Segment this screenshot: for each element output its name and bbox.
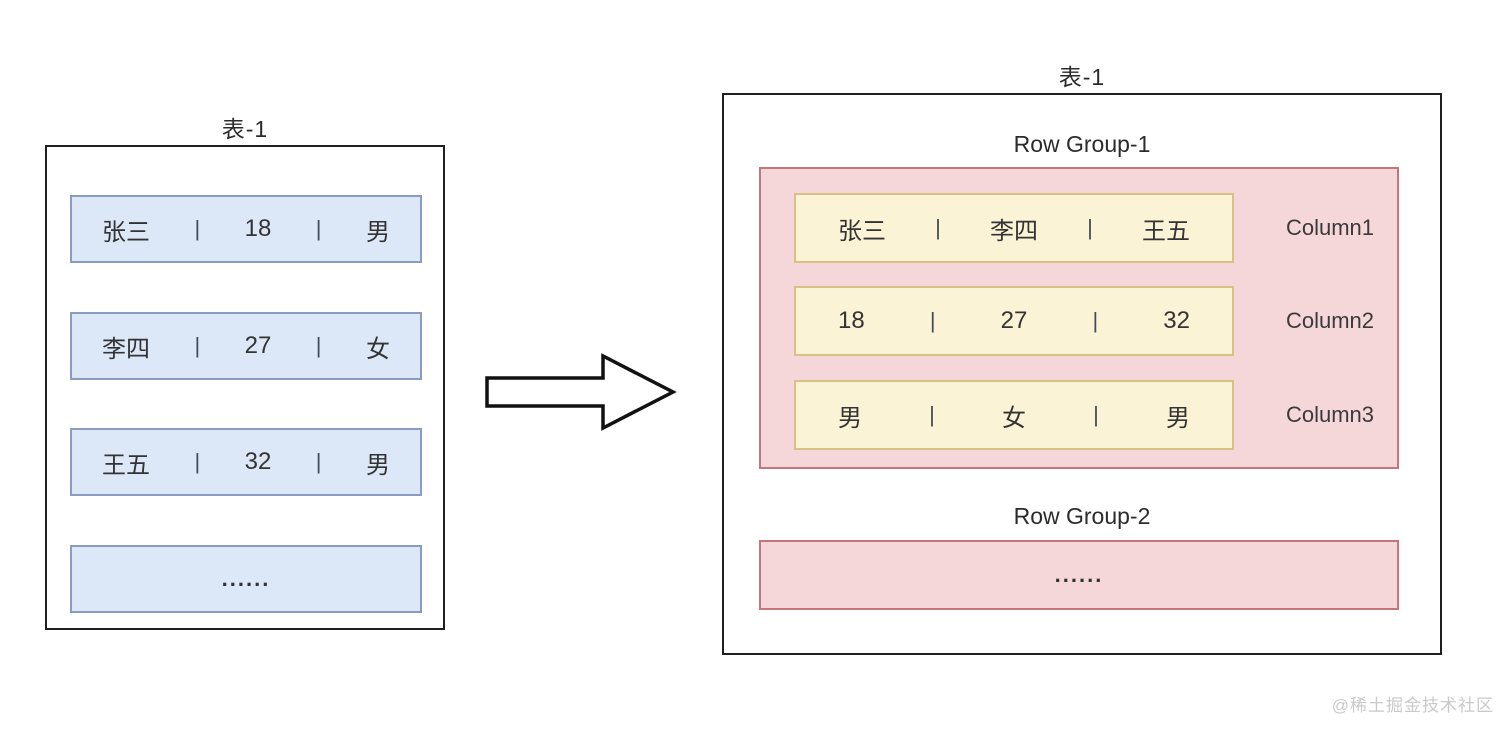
row-group-2-box: ...... — [759, 540, 1399, 610]
cell-value: 男 — [365, 451, 390, 479]
separator: | — [929, 308, 936, 333]
ellipsis-text: ...... — [1054, 562, 1104, 587]
separator: | — [1093, 402, 1099, 427]
separator: | — [315, 333, 322, 358]
cell-value: 男 — [1166, 404, 1190, 432]
cell-value: 18 — [244, 215, 272, 242]
column-3-label: Column3 — [1285, 402, 1375, 427]
watermark: @稀土掘金技术社区 — [1331, 696, 1494, 715]
row-group-2-label: Row Group-2 — [1013, 503, 1151, 529]
cell-value: 18 — [838, 307, 865, 334]
right-table-box: Row Group-1 张三 | 李四 | 王五 Column1 18 | 27… — [722, 93, 1442, 655]
separator: | — [194, 449, 201, 474]
column-chunk: 张三 | 李四 | 王五 — [794, 193, 1234, 263]
column-chunk: 男 | 女 | 男 — [794, 380, 1234, 450]
cell-value: 李四 — [990, 217, 1038, 245]
ellipsis-row: ...... — [70, 545, 422, 613]
table-row: 张三 | 18 | 男 — [70, 195, 422, 263]
left-table-title: 表-1 — [221, 116, 269, 142]
separator: | — [315, 449, 322, 474]
cell-value: 32 — [1163, 307, 1190, 334]
table-row: 李四 | 27 | 女 — [70, 312, 422, 380]
column-2-label: Column2 — [1285, 308, 1375, 333]
cell-value: 27 — [1000, 307, 1028, 334]
cell-value: 李四 — [102, 335, 150, 363]
separator: | — [929, 402, 935, 427]
table-row: 王五 | 32 | 男 — [70, 428, 422, 496]
right-arrow-icon — [483, 350, 679, 434]
separator: | — [194, 333, 201, 358]
separator: | — [1092, 308, 1099, 333]
cell-value: 王五 — [1142, 217, 1190, 245]
column-1-label: Column1 — [1285, 215, 1375, 240]
separator: | — [315, 216, 322, 241]
separator: | — [935, 215, 941, 240]
cell-value: 女 — [1002, 404, 1026, 432]
row-group-1-label: Row Group-1 — [1013, 131, 1151, 157]
cell-value: 女 — [365, 335, 390, 363]
cell-value: 27 — [244, 332, 272, 359]
cell-value: 男 — [838, 404, 862, 432]
cell-value: 男 — [365, 218, 390, 246]
column-chunk: 18 | 27 | 32 — [794, 286, 1234, 356]
separator: | — [194, 216, 201, 241]
row-group-1-box: 张三 | 李四 | 王五 Column1 18 | 27 | 32 Column… — [759, 167, 1399, 469]
ellipsis-text: ...... — [221, 566, 271, 591]
cell-value: 张三 — [102, 218, 150, 246]
right-table-title: 表-1 — [1058, 64, 1106, 90]
cell-value: 王五 — [102, 451, 150, 479]
cell-value: 32 — [244, 448, 272, 475]
cell-value: 张三 — [838, 217, 886, 245]
separator: | — [1087, 215, 1093, 240]
left-table-box: 张三 | 18 | 男 李四 | 27 | 女 王五 | 32 | 男 ....… — [45, 145, 445, 630]
